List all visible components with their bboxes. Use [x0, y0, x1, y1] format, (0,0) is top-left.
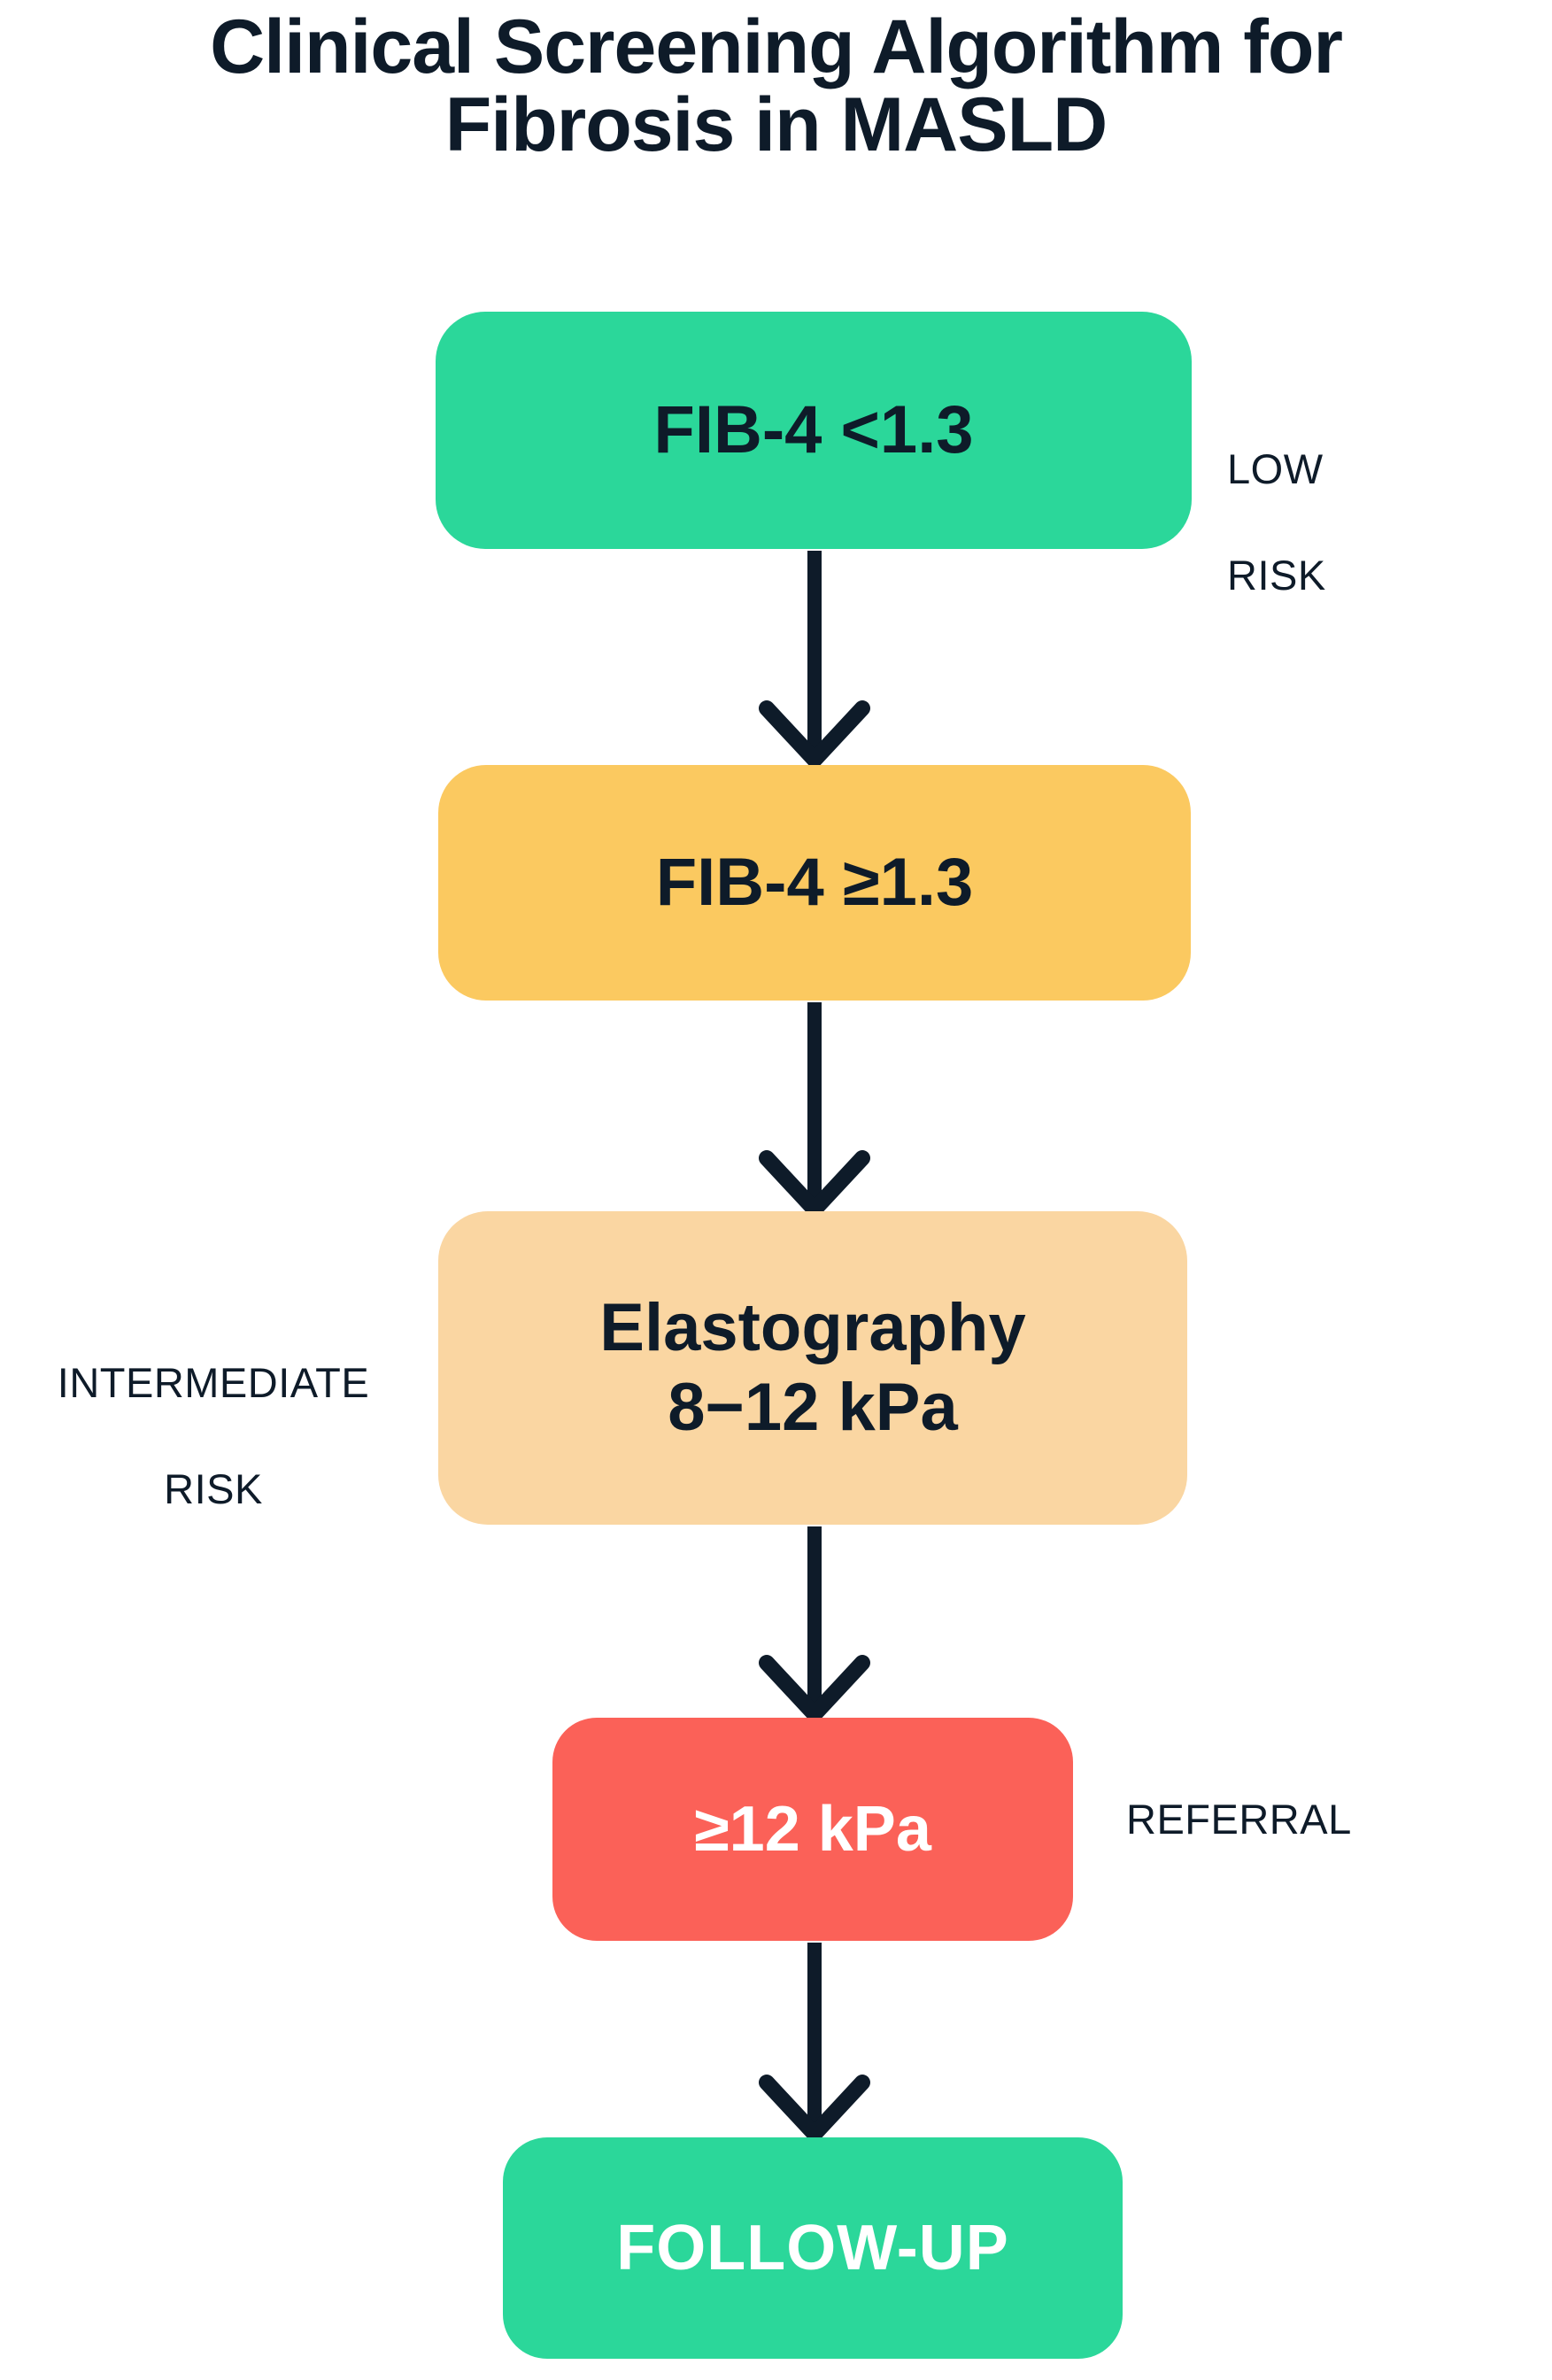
node-followup-label: FOLLOW-UP [616, 2212, 1009, 2283]
node-elastography-label-line-2: 8−12 kPa [668, 1370, 958, 1445]
node-fib4-high-label: FIB-4 ≥1.3 [655, 845, 974, 921]
node-fib4-low[interactable]: FIB-4 <1.3 [436, 312, 1192, 549]
node-elastography-label: Elastography 8−12 kPa [438, 1288, 1187, 1447]
risk-label-referral-line-1: REFERRAL [1126, 1796, 1352, 1843]
risk-label-intermediate: INTERMEDIATE RISK [5, 1303, 421, 1517]
risk-label-intermediate-line-2: RISK [164, 1465, 263, 1513]
node-elastography[interactable]: Elastography 8−12 kPa [438, 1211, 1187, 1525]
risk-label-referral: REFERRAL [1126, 1740, 1542, 1846]
arrow-4-head [759, 2075, 870, 2142]
risk-label-intermediate-line-1: INTERMEDIATE [57, 1359, 370, 1407]
arrow-3-head [759, 1655, 870, 1722]
node-referral-threshold-label: ≥12 kPa [694, 1793, 931, 1865]
page-title-line-2: Fibrosis in MASLD [444, 81, 1108, 167]
page-title: Clinical Screening Algorithm for Fibrosi… [0, 4, 1552, 167]
risk-label-low: LOW RISK [1227, 390, 1546, 603]
node-referral-threshold[interactable]: ≥12 kPa [552, 1718, 1073, 1941]
page-title-line-1: Clinical Screening Algorithm for [210, 4, 1343, 89]
node-fib4-high[interactable]: FIB-4 ≥1.3 [438, 765, 1191, 1001]
node-fib4-low-label: FIB-4 <1.3 [653, 392, 974, 468]
node-followup[interactable]: FOLLOW-UP [503, 2137, 1123, 2359]
risk-label-low-line-2: RISK [1227, 552, 1326, 599]
risk-label-low-line-1: LOW [1227, 445, 1324, 493]
node-elastography-label-line-1: Elastography [599, 1290, 1026, 1366]
arrow-2-head [759, 1150, 870, 1217]
arrow-1-head [759, 700, 870, 768]
